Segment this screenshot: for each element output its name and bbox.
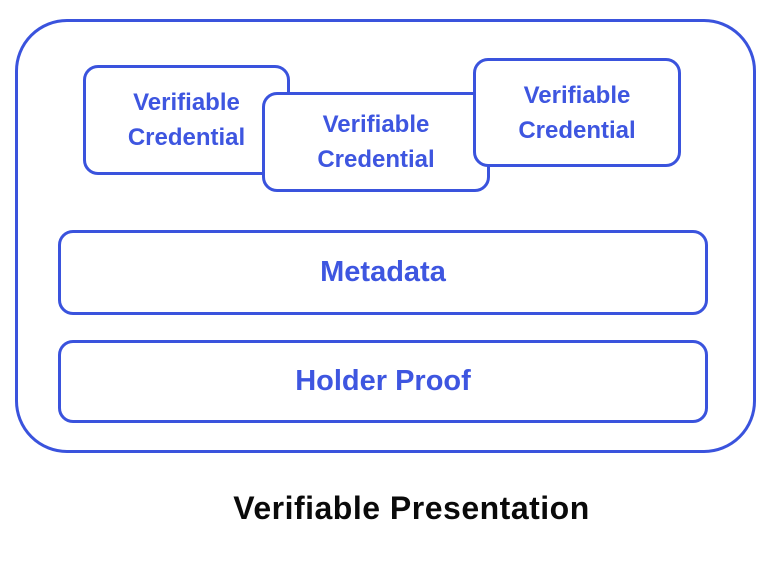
verifiable-credential-box-3: Verifiable Credential (473, 58, 681, 167)
diagram-caption: Verifiable Presentation (233, 490, 590, 526)
verifiable-credential-label-3: Verifiable Credential (518, 81, 636, 144)
holder-proof-box: Holder Proof (58, 340, 708, 423)
verifiable-credential-label-2: Verifiable Credential (317, 111, 435, 173)
holder-proof-label: Holder Proof (295, 365, 471, 397)
metadata-box: Metadata (58, 230, 708, 315)
verifiable-credential-box-2: Verifiable Credential (262, 92, 490, 192)
verifiable-credential-label-1: Verifiable Credential (127, 89, 246, 151)
metadata-label: Metadata (320, 256, 446, 288)
verifiable-credential-box-1: Verifiable Credential (83, 65, 290, 175)
